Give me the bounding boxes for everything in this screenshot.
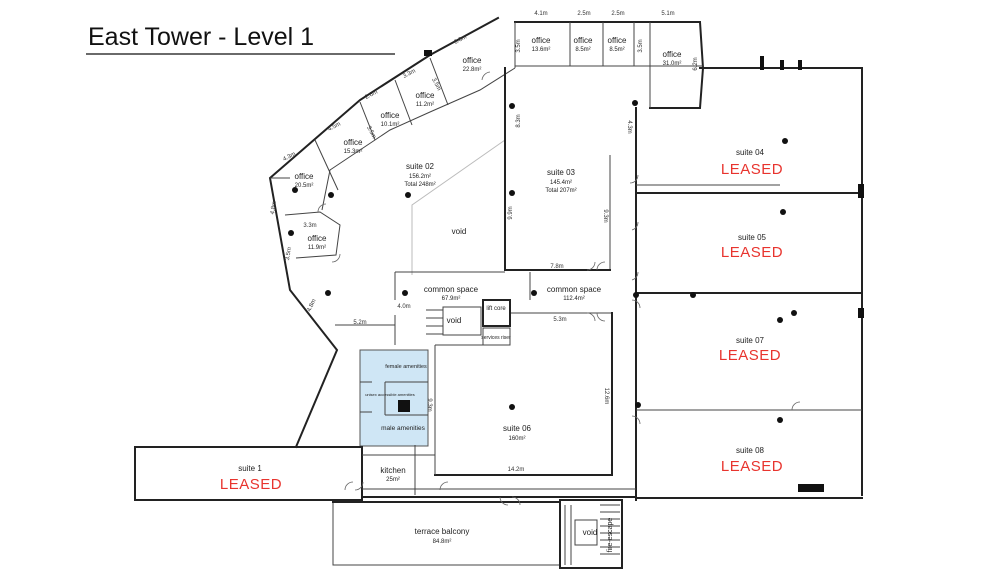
office-8-5b-name: office xyxy=(608,36,628,45)
suite-05-name: suite 05 xyxy=(738,233,767,242)
common-east-area: 112.4m² xyxy=(563,296,585,302)
dim-label: 3.3m xyxy=(303,223,316,229)
services-riser-name: services riser xyxy=(481,335,511,341)
dim-label: 3.5m xyxy=(365,125,377,140)
void-main-name: void xyxy=(452,227,467,236)
outer-walls xyxy=(134,16,864,569)
office-15-3-area: 15.3m² xyxy=(344,149,363,155)
suite-03-name: suite 03 xyxy=(547,168,576,177)
dim-label: 3.5m xyxy=(285,247,293,261)
dim-label: 4.3m xyxy=(282,151,297,163)
dim-label: 12.6m xyxy=(603,388,609,405)
dim-label: 4.3m xyxy=(626,120,632,133)
dim-label: 3.3m xyxy=(402,68,417,80)
female-amenities-name: female amenities xyxy=(385,364,427,370)
office-31-name: office xyxy=(663,50,683,59)
office-10-1-name: office xyxy=(381,111,401,120)
office-31-area: 31.0m² xyxy=(663,61,682,67)
dim-label: 2.5m xyxy=(577,11,590,17)
office-20-5-area: 20.5m² xyxy=(295,183,314,189)
suite-05-status: LEASED xyxy=(721,244,783,261)
office-22-8-name: office xyxy=(463,56,483,65)
suite-07-status: LEASED xyxy=(719,347,781,364)
dim-label: 5.2m xyxy=(353,320,366,326)
suite-02-area: 156.2m² xyxy=(409,174,431,180)
common-west-name: common space xyxy=(424,285,479,294)
office-11-2-area: 11.2m² xyxy=(416,102,434,108)
office-13-6-name: office xyxy=(532,36,552,45)
office-10-1-area: 10.1m² xyxy=(381,122,400,128)
office-8-5a-area: 8.5m² xyxy=(575,47,590,53)
common-west-area: 67.9m² xyxy=(442,296,461,302)
plan-title: East Tower - Level 1 xyxy=(88,23,314,51)
dim-label: 3.5m xyxy=(516,39,522,52)
suite-04-status: LEASED xyxy=(721,161,783,178)
kitchen-area: 25m² xyxy=(386,477,400,483)
suite-02-name: suite 02 xyxy=(406,162,435,171)
fire-escape-name: fire-escape xyxy=(607,518,614,553)
terrace-name: terrace balcony xyxy=(415,527,470,536)
suite-03-total: Total 207m² xyxy=(545,188,576,194)
office-15-3-name: office xyxy=(344,138,364,147)
suite-1-name: suite 1 xyxy=(238,464,262,473)
dim-label: 4.5m xyxy=(327,121,342,133)
dim-label: 6.6m xyxy=(453,34,468,46)
suite-06-area: 160m² xyxy=(508,436,525,442)
office-20-5-name: office xyxy=(295,172,315,181)
kitchen-name: kitchen xyxy=(380,466,405,475)
dim-label: 3.5m xyxy=(430,77,442,92)
dim-label: 9.3m xyxy=(602,209,608,222)
doors xyxy=(317,71,801,506)
male-amenities-name: male amenities xyxy=(381,425,425,432)
suite-02-total: Total 248m² xyxy=(404,182,435,188)
office-8-5a-name: office xyxy=(574,36,594,45)
lift-core-name: lift core xyxy=(486,306,506,312)
dim-label: 7.8m xyxy=(550,264,563,270)
suite-06-name: suite 06 xyxy=(503,424,532,433)
office-13-6-area: 13.6m² xyxy=(532,47,551,53)
suite-03-area: 145.4m² xyxy=(550,180,572,186)
terrace-area: 84.8m² xyxy=(433,539,452,545)
void-stair-name: void xyxy=(583,528,598,537)
dim-label: 4.8m xyxy=(307,298,318,313)
dim-label: 14.2m xyxy=(508,467,525,473)
office-8-5b-area: 8.5m² xyxy=(609,47,624,53)
void-core-name: void xyxy=(447,316,462,325)
accessible-amenities-name: unisex accessible amenities xyxy=(365,392,415,397)
suite-1-status: LEASED xyxy=(220,476,282,493)
office-11-2-name: office xyxy=(416,91,436,100)
office-11-9-name: office xyxy=(308,234,328,243)
dim-label: 9.3m xyxy=(426,398,432,411)
common-east-name: common space xyxy=(547,285,602,294)
dim-label: 4.0m xyxy=(397,304,410,310)
dim-label: 5.1m xyxy=(661,11,674,17)
office-11-9-area: 11.9m² xyxy=(308,245,326,251)
room-labels: suite 04 LEASED suite 05 LEASED suite 07… xyxy=(220,36,783,552)
suite-04-name: suite 04 xyxy=(736,148,765,157)
dim-label: 3.5m xyxy=(638,39,644,52)
dim-label: 4.1m xyxy=(534,11,547,17)
dim-label: 2.6m xyxy=(364,89,379,101)
dim-label: 9.9m xyxy=(508,206,514,219)
suite-07-name: suite 07 xyxy=(736,336,765,345)
suite-08-name: suite 08 xyxy=(736,446,765,455)
column-dots xyxy=(288,100,797,423)
dim-label: 6.2m xyxy=(693,57,699,70)
suite-08-status: LEASED xyxy=(721,458,783,475)
dim-label: 4.8m xyxy=(270,201,278,215)
dim-label: 8.3m xyxy=(516,114,522,127)
dim-label: 2.5m xyxy=(611,11,624,17)
dim-label: 5.3m xyxy=(553,317,566,323)
office-22-8-area: 22.8m² xyxy=(463,67,482,73)
dimension-labels: 4.1m 2.5m 2.5m 5.1m 3.5m 3.5m 6.2m 6.6m … xyxy=(270,11,699,473)
